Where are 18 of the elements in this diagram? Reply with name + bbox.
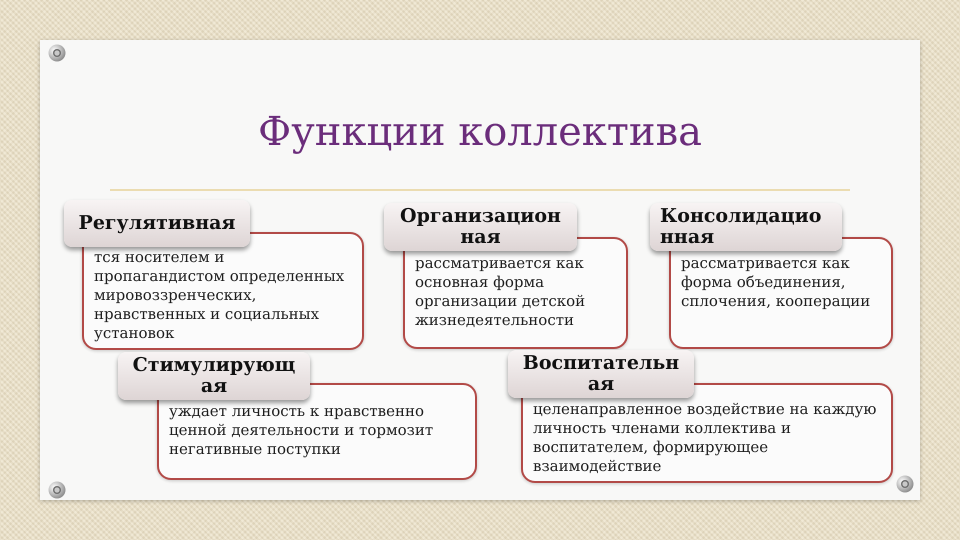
function-description: тся носителем и пропагандистом определенных мировоззренческих, нравственных и социальных установок [94, 248, 346, 343]
heading-tab [384, 203, 577, 251]
heading-tab [64, 200, 250, 247]
function-name: Организационная [399, 206, 562, 248]
slide-title: Функции коллектива [257, 108, 703, 157]
description-card [157, 383, 477, 480]
function-name: Регулятивная [78, 213, 236, 234]
function-description: уждает личность к нравственно ценной деятельности и тормозит негативные поступки [169, 402, 434, 459]
function-description: рассматривается как форма объединения, сплочения, кооперации [681, 254, 872, 311]
description-card [82, 232, 364, 350]
function-description: целенаправленное воздействие на каждую личность членами коллектива и воспитателем, формирующее взаимодействие [533, 400, 878, 476]
heading-tab [118, 352, 310, 400]
heading-tab [650, 203, 842, 251]
function-name: Стимулирующая [132, 355, 296, 397]
function-name: Консолидационная [660, 206, 822, 248]
function-name: Воспитательная [522, 353, 680, 395]
heading-tab [508, 350, 694, 398]
function-description: рассматривается как основная форма организации детской жизнедеятельности [415, 254, 586, 330]
